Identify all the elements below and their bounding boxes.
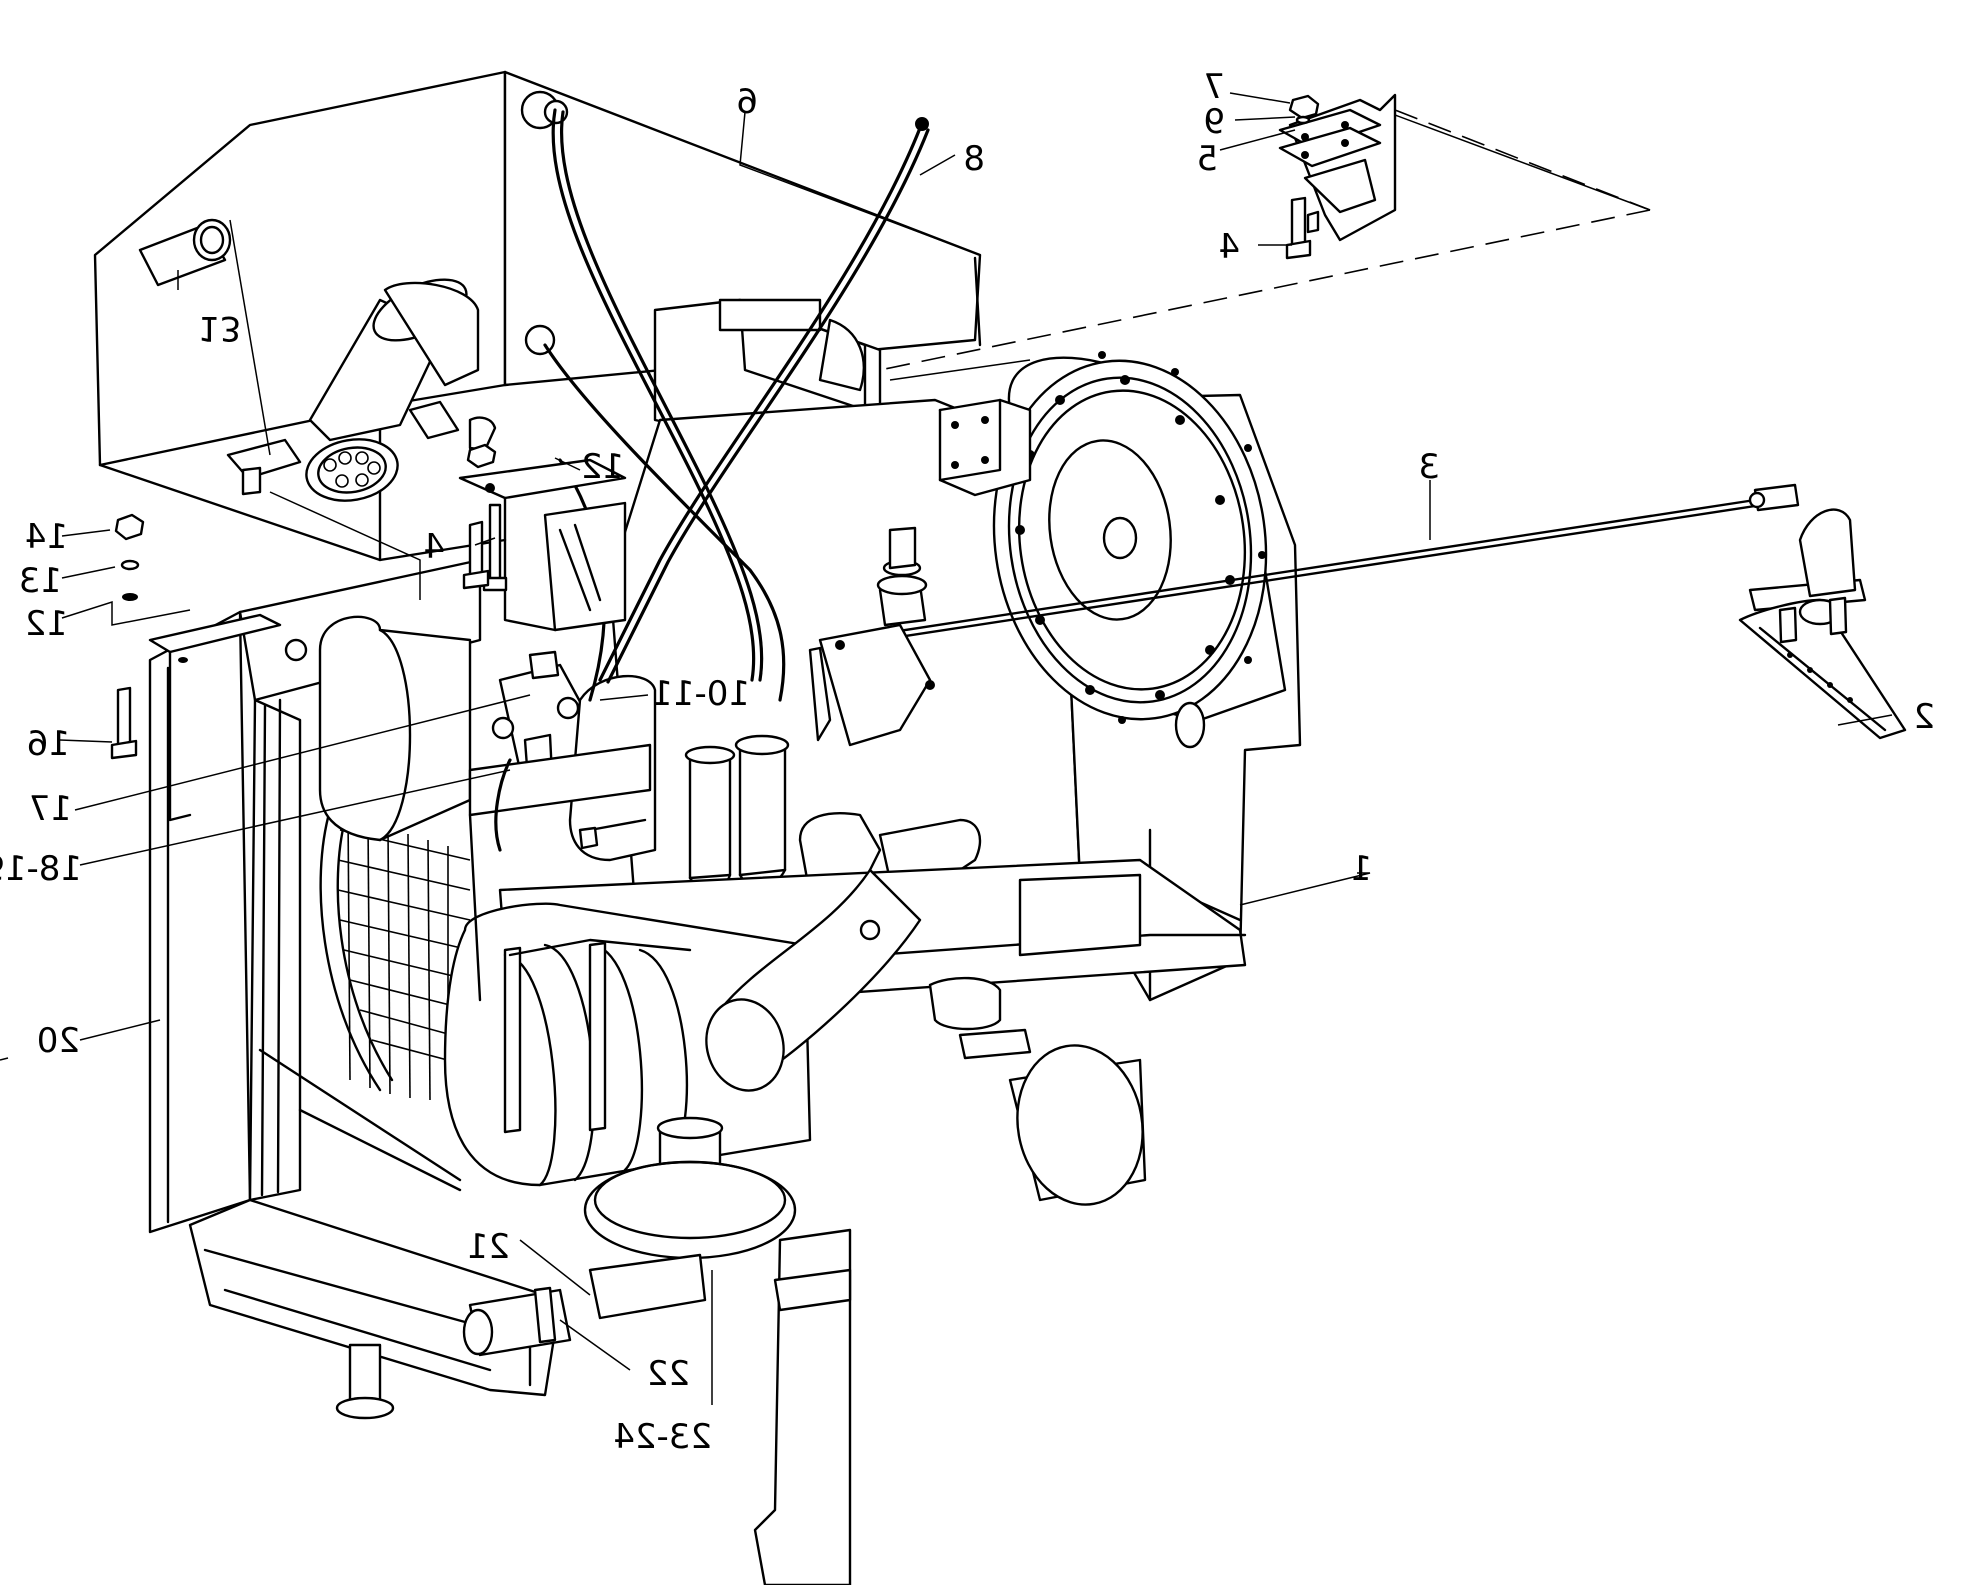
callout-17: 17 bbox=[29, 789, 72, 829]
callout-21: 21 bbox=[467, 1227, 510, 1267]
callout-12-left: 12 bbox=[25, 604, 68, 644]
air-filter bbox=[305, 278, 480, 502]
callout-1: 1 bbox=[1350, 849, 1372, 889]
callout-2: 2 bbox=[1913, 697, 1935, 737]
mounting-brackets bbox=[110, 93, 1397, 760]
starter-motor bbox=[1008, 1044, 1147, 1206]
callout-5: 5 bbox=[1196, 139, 1218, 179]
flywheel-housing bbox=[938, 351, 1287, 749]
callout-23-24: 23-24 bbox=[613, 1417, 712, 1457]
callout-7: 7 bbox=[1203, 67, 1225, 107]
oil-filter bbox=[462, 1116, 797, 1357]
callouts: 1 2 3 4 4 5 6 7 8 9 10-11 12 12 13 13 14… bbox=[0, 67, 1935, 1457]
callout-6: 6 bbox=[736, 82, 758, 122]
callout-14: 14 bbox=[25, 517, 68, 557]
callout-10-11: 10-11 bbox=[651, 674, 750, 714]
callout-18-19: 18-19 bbox=[0, 849, 82, 889]
callout-13-top: 13 bbox=[198, 308, 241, 348]
callout-12-top: 12 bbox=[581, 447, 624, 487]
fuel-lines bbox=[494, 108, 930, 852]
callout-20: 20 bbox=[37, 1021, 80, 1061]
reference-lines bbox=[229, 109, 1651, 600]
fuel-pump bbox=[468, 650, 657, 1002]
throttle-linkage bbox=[808, 483, 1907, 747]
callout-22: 22 bbox=[647, 1354, 690, 1394]
callout-13-left: 13 bbox=[19, 561, 62, 601]
muffler bbox=[443, 868, 922, 1585]
callout-3: 3 bbox=[1418, 447, 1440, 487]
leader-lines bbox=[0, 92, 1893, 1405]
callout-9: 9 bbox=[1203, 102, 1225, 142]
callout-8: 8 bbox=[963, 139, 985, 179]
callout-4-mid: 4 bbox=[423, 527, 445, 567]
callout-4-top: 4 bbox=[1218, 227, 1240, 267]
callout-16: 16 bbox=[27, 724, 70, 764]
